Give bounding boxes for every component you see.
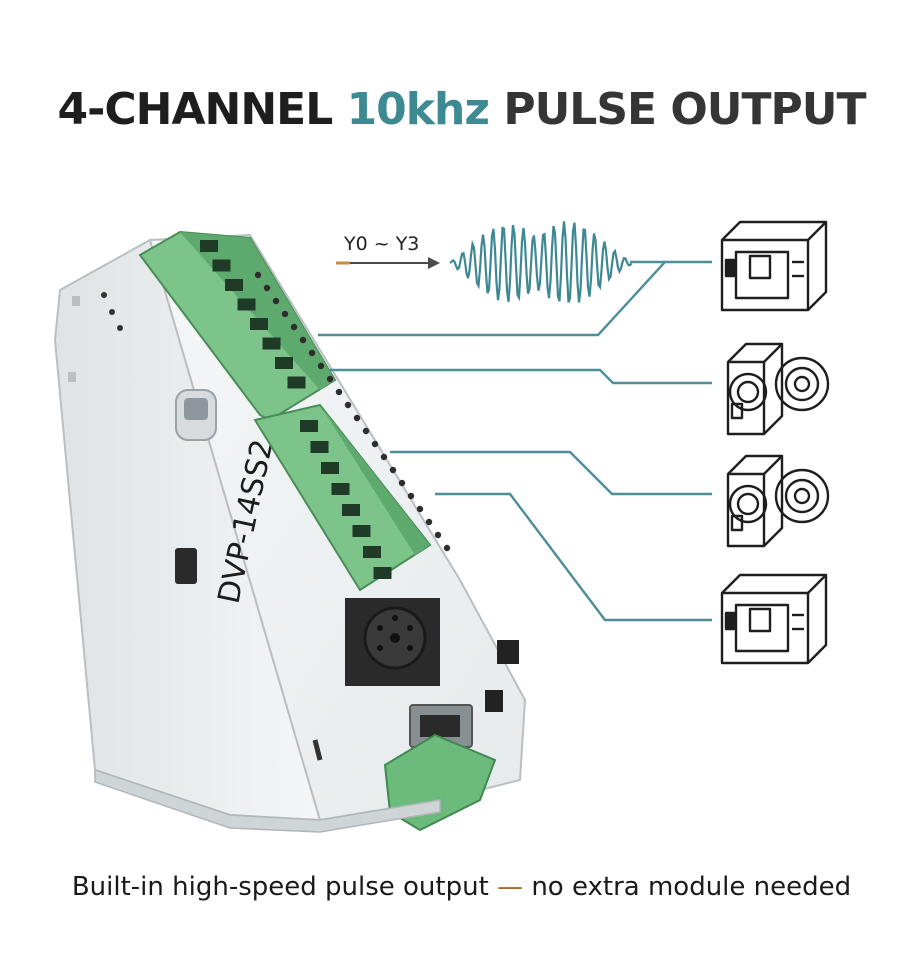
connection-line-4	[435, 492, 712, 622]
indicator-dot	[254, 271, 262, 279]
terminal-screw	[287, 376, 306, 389]
run-stop-switch-handle	[184, 398, 208, 420]
status-led	[101, 292, 107, 298]
signal-arrowhead	[428, 257, 440, 269]
connection-line-1	[318, 260, 712, 337]
indicator-dot	[362, 427, 370, 435]
terminal-screw	[262, 337, 281, 350]
indicator-dot	[281, 310, 289, 318]
connection-line-2	[330, 368, 712, 385]
indicator-dot	[371, 440, 379, 448]
servo-motor-icon	[726, 454, 830, 548]
plc-device: DVP-14SS2	[53, 230, 527, 833]
power-jack	[485, 690, 503, 712]
indicator-dot	[308, 349, 316, 357]
indicator-dot	[416, 505, 424, 513]
din-rail-base	[94, 768, 441, 833]
terminal-screw	[310, 441, 329, 453]
title-part-frequency: 10khz	[346, 84, 490, 135]
side-vent	[68, 372, 76, 382]
indicator-dot	[290, 323, 298, 331]
indicator-dot	[407, 492, 415, 500]
indicator-dot	[263, 284, 271, 292]
terminal-screw	[342, 504, 360, 516]
terminal-screw	[237, 298, 256, 311]
caption-detail: no extra module needed	[531, 872, 852, 902]
indicator-dot	[344, 401, 352, 409]
terminal-screw	[200, 240, 218, 252]
stepper-motor-icon	[720, 220, 828, 312]
signal-indicator: Y0 ~ Y3	[336, 221, 633, 303]
servo-motor-icon	[726, 342, 830, 436]
indicator-dot	[317, 362, 325, 370]
terminal-screw	[225, 279, 243, 291]
signal-channel-label: Y0 ~ Y3	[343, 233, 419, 255]
terminal-screws-upper	[200, 240, 306, 389]
indicator-dot	[272, 297, 280, 305]
page-caption: Built-in high-speed pulse output — no ex…	[0, 872, 923, 902]
title-part-channels: 4-CHANNEL	[57, 84, 347, 135]
terminal-screw	[212, 259, 231, 272]
indicator-dot	[398, 479, 406, 487]
dip-switch	[175, 548, 197, 584]
indicator-dot	[335, 388, 343, 396]
connection-line-3	[390, 450, 712, 496]
indicator-dot	[353, 414, 361, 422]
terminal-screw	[300, 420, 318, 432]
terminal-screw	[275, 357, 293, 369]
indicator-dot	[425, 518, 433, 526]
title-part-pulse-output: PULSE OUTPUT	[489, 84, 866, 135]
status-led	[109, 309, 115, 315]
terminal-screw	[373, 567, 392, 579]
caption-main: Built-in high-speed pulse output	[71, 872, 489, 902]
terminal-block-lower	[253, 403, 432, 592]
indicator-dot	[434, 531, 442, 539]
indicator-dot	[443, 544, 451, 552]
indicator-dot	[389, 466, 397, 474]
caption-dash: —	[488, 872, 532, 902]
stepper-motor-icon	[720, 573, 828, 665]
connection-lines	[318, 260, 712, 622]
status-led	[117, 325, 123, 331]
terminal-screws-lower	[300, 420, 392, 579]
terminal-screw	[321, 462, 339, 474]
terminal-screw	[331, 483, 350, 495]
terminal-screw	[363, 546, 381, 558]
terminal-screw	[250, 318, 268, 330]
indicator-dot	[326, 375, 334, 383]
page-title: 4-CHANNEL 10khz PULSE OUTPUT	[0, 84, 923, 135]
terminal-screw	[352, 525, 371, 537]
side-slot	[312, 739, 323, 761]
pulse-waveform	[449, 221, 633, 303]
indicator-dot	[380, 453, 388, 461]
side-vent	[72, 296, 80, 306]
io-indicator-dots	[254, 271, 451, 552]
indicator-dot	[299, 336, 307, 344]
corner-marker	[497, 640, 519, 664]
